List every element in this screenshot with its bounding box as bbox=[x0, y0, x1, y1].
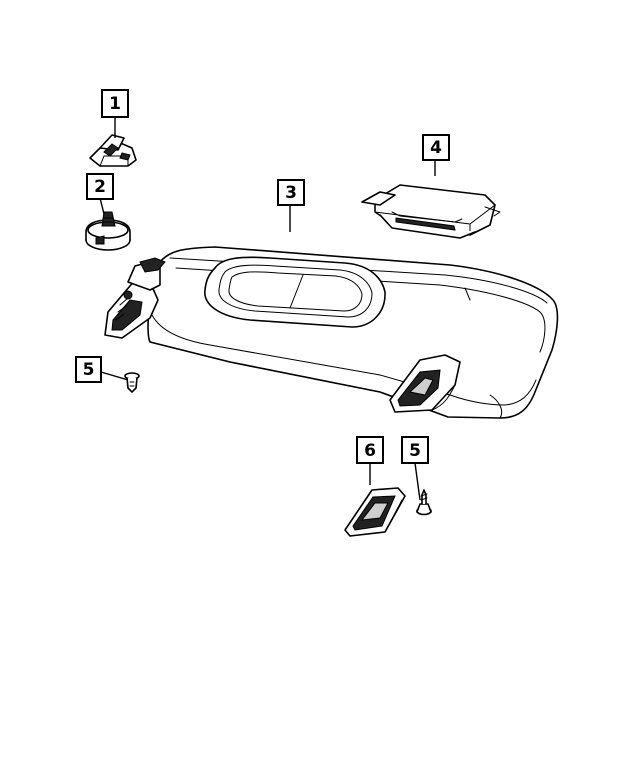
callout-1: 1 bbox=[101, 89, 129, 118]
clip-part-1 bbox=[89, 134, 137, 167]
sun-visor-part bbox=[147, 246, 559, 419]
clip-bracket-part-6 bbox=[344, 487, 406, 537]
push-pin-part-5-left bbox=[124, 372, 140, 393]
callout-1-label: 1 bbox=[109, 94, 121, 114]
callout-2-label: 2 bbox=[94, 177, 106, 197]
screw-part-5-right bbox=[416, 489, 432, 516]
leader-line-5a bbox=[100, 371, 129, 381]
module-part-4 bbox=[361, 184, 501, 239]
visor-hinge-bracket bbox=[104, 257, 166, 339]
leader-line-2 bbox=[99, 197, 105, 215]
callout-2: 2 bbox=[86, 173, 114, 200]
callout-4: 4 bbox=[422, 134, 450, 161]
callout-5-left-label: 5 bbox=[83, 360, 95, 380]
callout-5-right: 5 bbox=[401, 436, 429, 464]
leader-line-5b bbox=[414, 462, 421, 501]
callout-4-label: 4 bbox=[430, 138, 442, 158]
callout-6-label: 6 bbox=[364, 441, 376, 461]
visor-end-clip bbox=[389, 354, 461, 413]
callout-5-right-label: 5 bbox=[409, 441, 421, 461]
mount-part-2 bbox=[85, 211, 131, 251]
callout-3: 3 bbox=[277, 179, 305, 206]
callout-6: 6 bbox=[356, 436, 384, 464]
callout-3-label: 3 bbox=[285, 183, 297, 203]
callout-5-left: 5 bbox=[75, 356, 102, 383]
